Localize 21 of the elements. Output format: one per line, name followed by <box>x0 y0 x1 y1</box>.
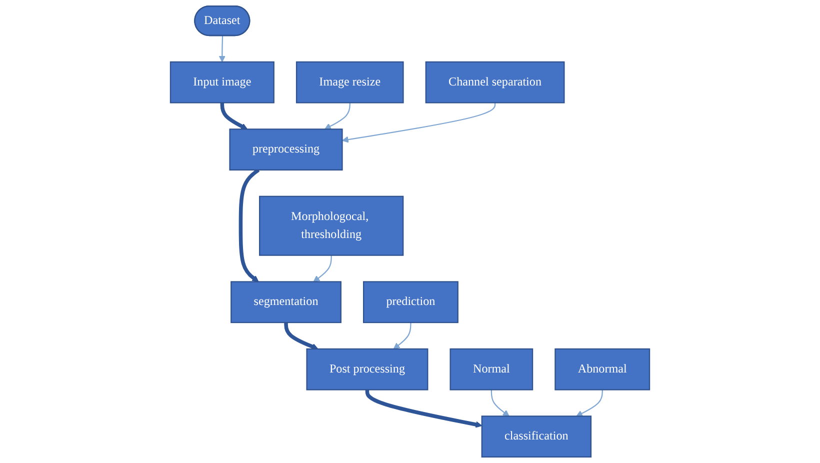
node-box: Abnormal <box>554 348 650 390</box>
arrow <box>342 102 496 143</box>
arrow <box>393 322 412 350</box>
node-box: classification <box>481 416 592 458</box>
arrow <box>220 102 248 130</box>
arrow <box>365 390 482 428</box>
arrow <box>313 255 332 282</box>
node-box: prediction <box>362 281 458 324</box>
node-box: preprocessing <box>229 128 343 171</box>
arrow <box>576 390 603 416</box>
node-box: Channel separation <box>425 61 565 104</box>
node-box: Image resize <box>296 61 404 104</box>
node-box: segmentation <box>230 281 342 324</box>
arrow <box>218 36 226 62</box>
arrow <box>490 390 510 416</box>
node-box: Normal <box>450 348 534 390</box>
node-box: Morphologocal, thresholding <box>259 196 404 256</box>
node-box: Input image <box>170 61 274 104</box>
arrow <box>238 168 260 282</box>
arrow <box>324 102 350 130</box>
node-box: Post processing <box>306 348 428 390</box>
